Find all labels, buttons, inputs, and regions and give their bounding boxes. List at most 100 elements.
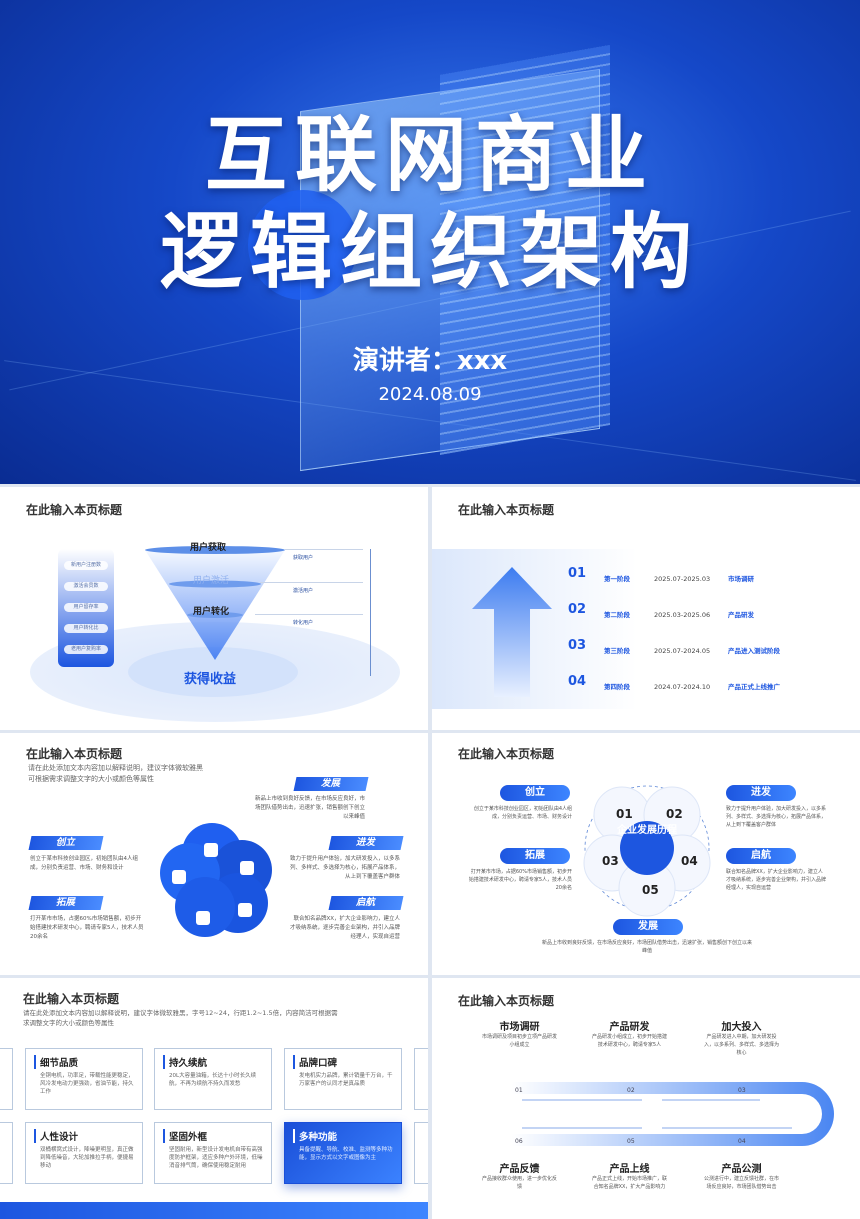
item-text: 新品上市收到良好反馈，在市场反应良好，市场团队借势出击，迅速扩张，销售额创下创立… bbox=[542, 940, 753, 954]
tag-label: 拓展 bbox=[28, 896, 104, 910]
stage-name: 第一阶段 bbox=[604, 575, 630, 583]
petal-number: 02 bbox=[666, 807, 683, 821]
card-text: 双桶横窝式设计，降噪更明显，真正做到降低噪音，大轮加推拉手柄，便捷易移动 bbox=[40, 1147, 134, 1169]
card-text: 全铜电机，功率足，带载性能更稳定，风冷发电动力更强劲，省油节能，持久工作 bbox=[40, 1073, 134, 1095]
card-text: 坚固耐用，新型设计发电机自带有高强度防护框架，适应多种户外环境，低噪消音排气筒，… bbox=[169, 1147, 263, 1169]
feature-card-highlighted: 多种功能具备提醒、导航、校准、监测等多种功能，显示方式以文字或图像为主 bbox=[284, 1122, 402, 1184]
page-description: 请在此处添加文本内容加以解释说明，建议字体微软雅黑，字号12~24，行距1.2~… bbox=[23, 1009, 338, 1027]
card-text: 20L大容量油箱，长达十小时长久续航，不再为续航不持久而发愁 bbox=[169, 1073, 257, 1087]
petal-number: 01 bbox=[616, 807, 633, 821]
step-text: 市场调研及项目初步立项产品研发小组成立 bbox=[482, 1034, 558, 1048]
stage-number: 01 bbox=[568, 566, 587, 581]
slide-roadmap[interactable]: 在此输入本页标题 01 02 03 04 05 06 市场调研市场调研及项目初步… bbox=[432, 978, 860, 1219]
step: 产品公测公测进行中，建立反馈社群，在市场反应良好，市场团队借势出击 bbox=[704, 1160, 779, 1191]
item-text: 致力于提升用户体验，加大研发投入，以多系列、多样式、多选择为核心，拓展产品体系，… bbox=[726, 806, 827, 828]
side-label: 获取用户 bbox=[293, 555, 314, 561]
item-text: 联合知名品牌XX，扩大企业影响力，建立人才吸纳系统，逐步完善企业架构，并引入品牌… bbox=[289, 916, 400, 940]
feature-card-partial bbox=[0, 1122, 13, 1184]
page-title: 在此输入本页标题 bbox=[26, 503, 123, 517]
petal-number: 04 bbox=[681, 854, 698, 868]
cover-title: 互联网商业 bbox=[204, 108, 655, 203]
card-text: 发电机实力品牌，累计销量千万台，千万家客户的认同才是真品质 bbox=[299, 1073, 393, 1087]
cover-slide: 互联网商业 逻辑组织架构 演讲者：xxx 2024.08.09 bbox=[0, 0, 860, 484]
arrow-up-icon bbox=[472, 567, 552, 697]
item-text: 创立于某市科技创业园区，初始团队由4人组成，分别负责运营、市场、财务设计 bbox=[473, 806, 572, 820]
slide-features[interactable]: 在此输入本页标题 请在此处添加文本内容加以解释说明，建议字体微软雅黑，字号12~… bbox=[0, 978, 428, 1219]
item-text: 打开某市市场，占据60%市场销售额，初步开始搭建技术研发中心，聘请专家5人，技术… bbox=[468, 869, 572, 891]
step-number: 03 bbox=[738, 1087, 746, 1094]
page-title: 在此输入本页标题 bbox=[458, 747, 555, 761]
card-title: 人性设计 bbox=[34, 1129, 134, 1143]
stage-number: 04 bbox=[568, 674, 587, 689]
tag-label: 创立 bbox=[500, 785, 570, 801]
feature-card: 人性设计双桶横窝式设计，降噪更明显，真正做到降低噪音，大轮加推拉手柄，便捷易移动 bbox=[25, 1122, 143, 1184]
card-title: 品牌口碑 bbox=[293, 1055, 393, 1069]
side-label: 激活用户 bbox=[293, 588, 314, 594]
page-title: 在此输入本页标题 bbox=[458, 503, 555, 517]
divider bbox=[370, 549, 371, 676]
stage-name: 第三阶段 bbox=[604, 647, 630, 655]
step: 产品上线产品正式上线，开始市场推广，联合知名品牌XX，扩大产品影响力 bbox=[592, 1160, 667, 1191]
petal-number: 03 bbox=[602, 854, 619, 868]
item-text: 致力于提升用户体验，加大研发投入，以多系列、多样式、多选择为核心，拓展产品体系，… bbox=[289, 856, 400, 880]
step-title: 市场调研 bbox=[499, 1022, 540, 1033]
petal-graphic bbox=[583, 785, 711, 917]
step-text: 产品研发进入中期，加大研发投入，以多系列、多样式、多选择为核心 bbox=[704, 1034, 780, 1056]
step: 市场调研市场调研及项目初步立项产品研发小组成立 bbox=[482, 1018, 557, 1049]
footer-bar bbox=[0, 1202, 428, 1219]
tag-label: 进发 bbox=[328, 836, 404, 850]
page-title: 在此输入本页标题 bbox=[23, 992, 120, 1006]
step-number: 05 bbox=[627, 1138, 635, 1145]
step-title: 产品公测 bbox=[721, 1164, 762, 1175]
metric: 用户转化比 bbox=[64, 624, 108, 633]
stage-task: 产品进入测试阶段 bbox=[728, 647, 780, 655]
funnel-result: 获得收益 bbox=[184, 672, 237, 687]
metrics-list: 新用户注册数 激活会员数 用户留存率 用户转化比 老用户复购率 bbox=[64, 561, 108, 654]
step: 产品反馈产品接收群众使用，进一步优化反馈 bbox=[482, 1160, 557, 1191]
funnel-level: 用户激活 bbox=[193, 576, 230, 586]
card-title: 持久续航 bbox=[163, 1055, 263, 1069]
stage-period: 2025.03-2025.06 bbox=[654, 611, 711, 619]
card-title: 细节品质 bbox=[34, 1055, 134, 1069]
decor-circle bbox=[248, 190, 358, 300]
step-number: 01 bbox=[515, 1087, 523, 1094]
item-text: 打开某市市场，占据60%市场销售额，初步开始搭建技术研发中心，聘请专家5人，技术… bbox=[30, 916, 144, 940]
step-title: 产品上线 bbox=[609, 1164, 650, 1175]
card-text: 具备提醒、导航、校准、监测等多种功能，显示方式以文字或图像为主 bbox=[299, 1147, 393, 1161]
feature-card-partial bbox=[0, 1048, 13, 1110]
step-text: 产品研发小组成立，初步开始搭建技术研发中心，聘请专家5人 bbox=[592, 1034, 668, 1048]
cover-title: 逻辑组织架构 bbox=[159, 205, 700, 300]
feature-card-partial bbox=[414, 1122, 428, 1184]
tag-label: 启航 bbox=[328, 896, 404, 910]
stage-number: 03 bbox=[568, 638, 587, 653]
presenter: 演讲者：xxx bbox=[352, 346, 508, 376]
tag-label: 拓展 bbox=[500, 848, 570, 864]
item-text: 联合知名品牌XX，扩大企业影响力，建立人才吸纳系统，逐步完善企业架构，并引入品牌… bbox=[726, 869, 827, 891]
metric: 新用户注册数 bbox=[64, 561, 108, 570]
slide-history[interactable]: 在此输入本页标题 企业发展历程 01 02 03 04 05 创立 创立于某市科… bbox=[432, 733, 860, 975]
stage-period: 2025.07-2024.05 bbox=[654, 647, 711, 655]
stage-task: 产品正式上线推广 bbox=[728, 683, 780, 691]
slide-funnel[interactable]: 在此输入本页标题 新用户注册数 激活会员数 用户留存率 用户转化比 老用户复购率… bbox=[0, 487, 428, 730]
stage-period: 2024.07-2024.10 bbox=[654, 683, 711, 691]
divider bbox=[285, 549, 363, 550]
slide-stages[interactable]: 在此输入本页标题 01 02 03 04 第一阶段 2025.07-2025.03… bbox=[432, 487, 860, 730]
step-number: 04 bbox=[738, 1138, 746, 1145]
card-title: 多种功能 bbox=[293, 1129, 393, 1143]
page-description: 请在此处添加文本内容加以解释说明，建议字体微软雅黑可根据需求调整文字的大小或颜色… bbox=[28, 764, 203, 783]
slide-development[interactable]: 在此输入本页标题 请在此处添加文本内容加以解释说明，建议字体微软雅黑可根据需求调… bbox=[0, 733, 428, 975]
funnel-level: 用户转化 bbox=[193, 607, 230, 617]
step-title: 产品反馈 bbox=[499, 1164, 540, 1175]
item-text: 新品上市收到良好反馈，在市场反应良好，市场团队借势出击，迅速扩张，销售额创下创立… bbox=[255, 796, 366, 820]
page-title: 在此输入本页标题 bbox=[458, 994, 555, 1008]
stage-number: 02 bbox=[568, 602, 587, 617]
stage-period: 2025.07-2025.03 bbox=[654, 575, 711, 583]
step: 加大投入产品研发进入中期，加大研发投入，以多系列、多样式、多选择为核心 bbox=[704, 1018, 779, 1057]
item-text: 创立于某市科技创业园区，初始团队由4人组成，分别负责运营、市场、财务和设计 bbox=[30, 856, 139, 871]
step-text: 产品接收群众使用，进一步优化反馈 bbox=[482, 1176, 558, 1190]
step: 产品研发产品研发小组成立，初步开始搭建技术研发中心，聘请专家5人 bbox=[592, 1018, 667, 1049]
center-label: 企业发展历程 bbox=[617, 825, 677, 836]
tag-label: 发展 bbox=[293, 777, 369, 791]
page-title: 在此输入本页标题 bbox=[26, 747, 123, 761]
feature-card: 细节品质全铜电机，功率足，带载性能更稳定，风冷发电动力更强劲，省油节能，持久工作 bbox=[25, 1048, 143, 1110]
